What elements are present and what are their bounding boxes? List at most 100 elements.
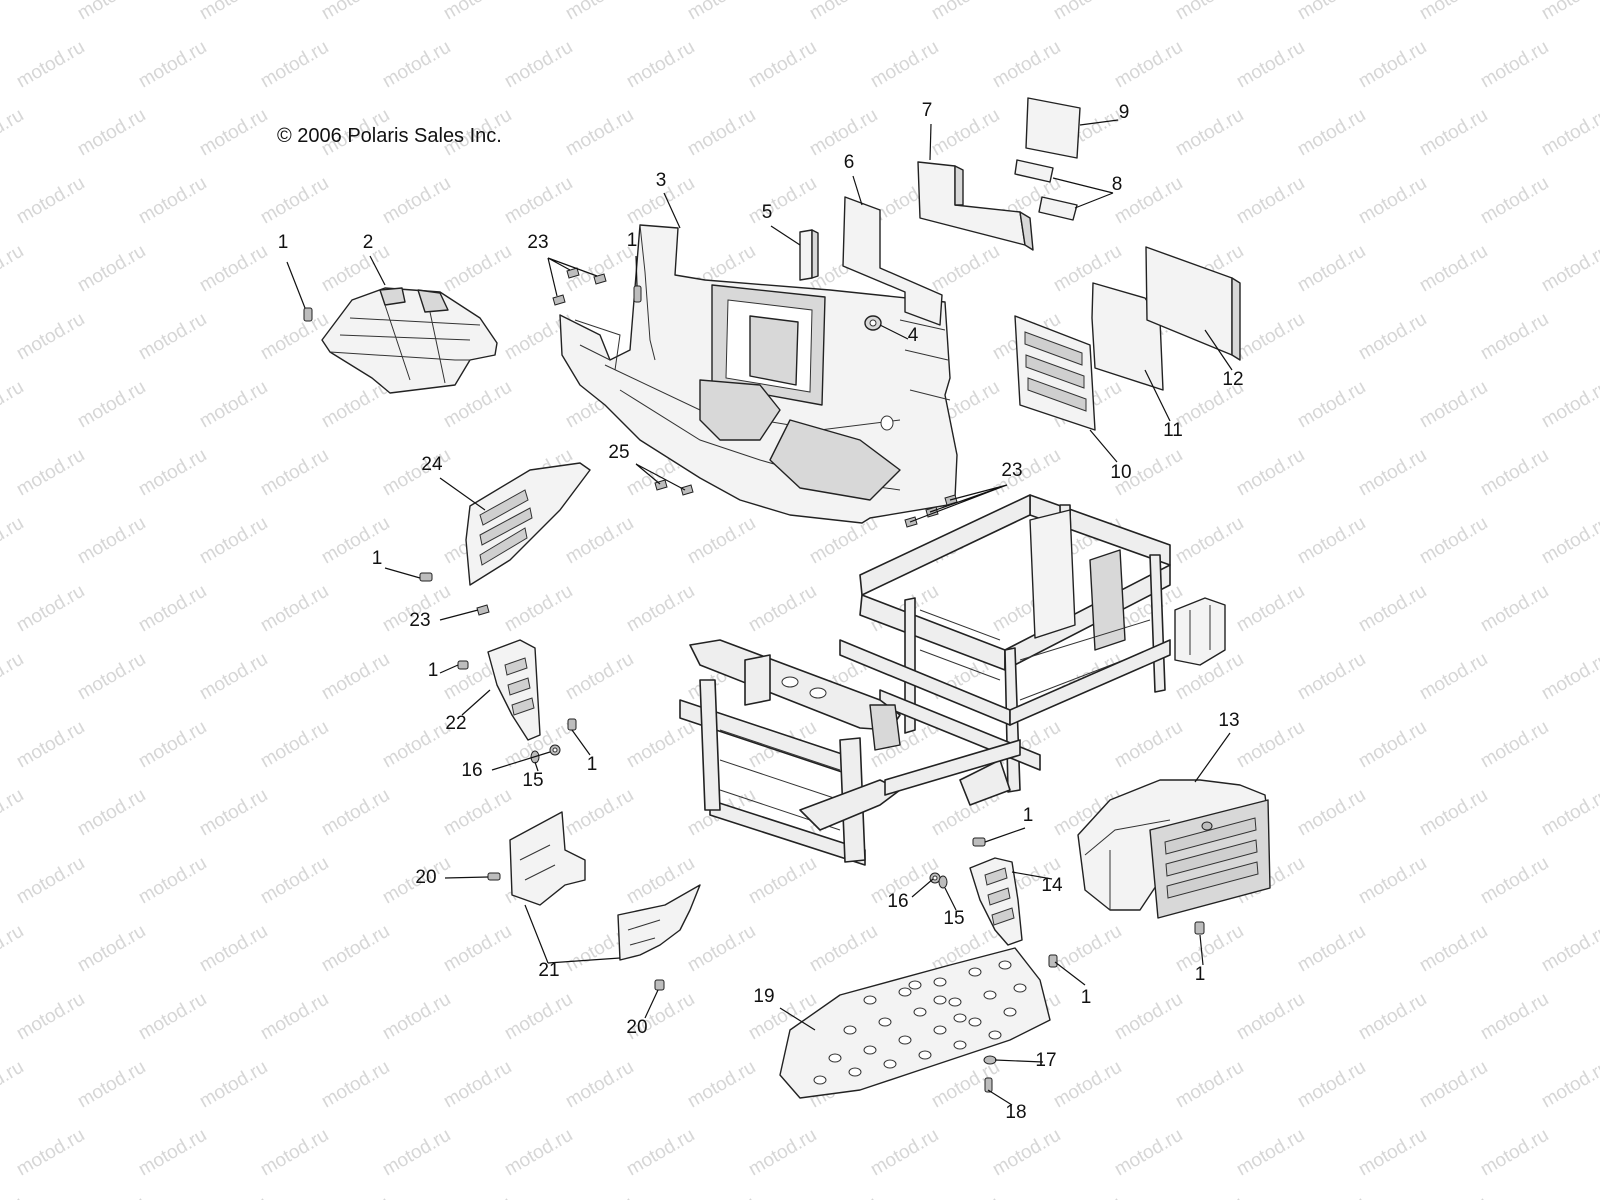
watermark-text: motod.ru [135, 309, 210, 365]
part-2-front-shield [321, 287, 498, 394]
watermark-text: motod.ru [1416, 921, 1491, 977]
watermark-text: motod.ru [989, 445, 1064, 501]
watermark-text: motod.ru [196, 649, 271, 705]
watermark-text: motod.ru [745, 1125, 820, 1181]
part-7-foam-block [917, 161, 1034, 251]
watermark-text: motod.ru [1416, 241, 1491, 297]
part-10-vent-panel [1014, 315, 1096, 431]
part-3-floor-panel [559, 224, 958, 524]
watermark-text: motod.ru [379, 717, 454, 773]
watermark-text: motod.ru [257, 37, 332, 93]
watermark-text: motod.ru [13, 581, 88, 637]
callout-label: 6 [844, 152, 855, 173]
watermark-text: motod.ru [74, 377, 149, 433]
callout-label: 13 [1218, 710, 1239, 731]
watermark-text: motod.ru [13, 853, 88, 909]
callout-label: 21 [538, 960, 559, 981]
callout-label: 1 [428, 660, 439, 681]
part-4-grommet [864, 315, 894, 431]
watermark-text: motod.ru [1172, 1057, 1247, 1113]
plate-hole [933, 1025, 947, 1035]
watermark-text: motod.ru [1477, 445, 1552, 501]
watermark-text: motod.ru [1538, 377, 1600, 433]
watermark-text: motod.ru [1233, 309, 1308, 365]
watermark-text: motod.ru [684, 0, 759, 24]
watermark-text: motod.ru [13, 445, 88, 501]
part-6-insulation-sheet [842, 196, 943, 326]
watermark-text: motod.ru [745, 37, 820, 93]
watermark-text: motod.ru [1294, 1193, 1369, 1200]
callout-label: 2 [363, 232, 374, 253]
watermark-text: motod.ru [867, 1125, 942, 1181]
callout-label: 12 [1222, 369, 1243, 390]
watermark-text: motod.ru [501, 37, 576, 93]
callout-label: 1 [278, 232, 289, 253]
watermark-text: motod.ru [1294, 105, 1369, 161]
watermark-text: motod.ru [1050, 1057, 1125, 1113]
watermark-text: motod.ru [257, 581, 332, 637]
plate-hole [953, 1013, 967, 1023]
watermark-text: motod.ru [74, 1193, 149, 1200]
watermark-text: motod.ru [1538, 105, 1600, 161]
watermark-text: motod.ru [1050, 0, 1125, 24]
watermark-text: motod.ru [562, 0, 637, 24]
plate-hole [933, 995, 947, 1005]
watermark-text: motod.ru [1538, 785, 1600, 841]
watermark-text: motod.ru [501, 173, 576, 229]
watermark-text: motod.ru [1233, 581, 1308, 637]
watermark-text: motod.ru [1294, 649, 1369, 705]
watermark-text: motod.ru [196, 241, 271, 297]
watermark-text: motod.ru [318, 649, 393, 705]
watermark-text: motod.ru [562, 513, 637, 569]
watermark-text: motod.ru [257, 309, 332, 365]
watermark-text: motod.ru [379, 173, 454, 229]
watermark-text: motod.ru [1538, 0, 1600, 24]
watermark-text: motod.ru [74, 0, 149, 24]
watermark-text: motod.ru [0, 0, 27, 24]
callout-label: 7 [922, 100, 933, 121]
watermark-text: motod.ru [1294, 377, 1369, 433]
plate-hole [948, 997, 962, 1007]
watermark-text: motod.ru [1233, 37, 1308, 93]
watermark-text: motod.ru [135, 989, 210, 1045]
callout-label: 15 [522, 770, 543, 791]
watermark-text: motod.ru [440, 1057, 515, 1113]
watermark-text: motod.ru [684, 105, 759, 161]
callout-label: 15 [943, 908, 964, 929]
callout-label: 1 [627, 230, 638, 251]
watermark-text: motod.ru [74, 921, 149, 977]
watermark-text: motod.ru [1111, 1125, 1186, 1181]
watermark-text: motod.ru [867, 37, 942, 93]
watermark-text: motod.ru [1416, 785, 1491, 841]
watermark-text: motod.ru [257, 445, 332, 501]
watermark-text: motod.ru [1172, 921, 1247, 977]
watermark-text: motod.ru [1477, 173, 1552, 229]
watermark-text: motod.ru [13, 989, 88, 1045]
watermark-text: motod.ru [0, 105, 27, 161]
watermark-text: motod.ru [318, 921, 393, 977]
watermark-text: motod.ru [0, 649, 27, 705]
plate-hole [908, 980, 922, 990]
callout-label: 24 [421, 454, 443, 475]
watermark-text: motod.ru [1172, 0, 1247, 24]
watermark-text: motod.ru [379, 37, 454, 93]
watermark-text: motod.ru [928, 241, 1003, 297]
watermark-text: motod.ru [1477, 717, 1552, 773]
callout-label: 10 [1110, 462, 1131, 483]
part-14-kick-panel [969, 857, 1023, 946]
callout-label: 20 [415, 867, 436, 888]
watermark-text: motod.ru [1477, 581, 1552, 637]
watermark-text: motod.ru [1416, 377, 1491, 433]
callout-label: 1 [1023, 805, 1034, 826]
callout-label: 23 [409, 610, 430, 631]
callout-label: 1 [1195, 964, 1206, 985]
watermark-text: motod.ru [1355, 1125, 1430, 1181]
watermark-text: motod.ru [1416, 1057, 1491, 1113]
part-22-kick-panel [487, 639, 541, 741]
watermark-text: motod.ru [1111, 989, 1186, 1045]
watermark-text: motod.ru [928, 0, 1003, 24]
watermark-text: motod.ru [745, 853, 820, 909]
watermark-text: motod.ru [1172, 1193, 1247, 1200]
watermark-text: motod.ru [684, 921, 759, 977]
